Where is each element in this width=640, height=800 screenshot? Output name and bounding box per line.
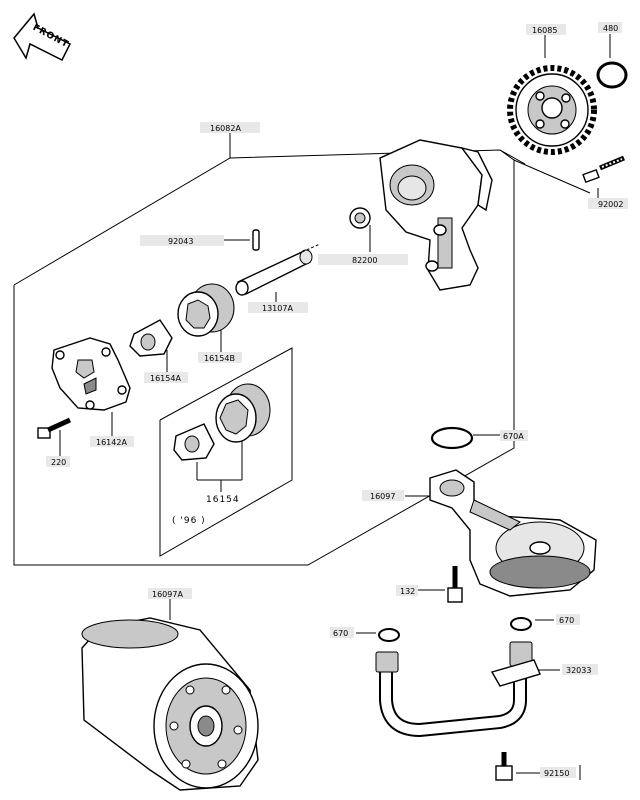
inner-rotor-16154A — [129, 319, 173, 357]
label-16097A: 16097A — [152, 590, 183, 599]
bolt-220 — [37, 417, 72, 439]
rotor-set-16154 — [173, 383, 271, 461]
pipe-32033 — [375, 641, 541, 738]
label-16082A: 16082A — [210, 124, 241, 133]
label-670-left: 670 — [333, 629, 348, 638]
label-32033: 32033 — [566, 666, 591, 675]
label-92043: 92043 — [168, 237, 193, 246]
label-670-right: 670 — [559, 616, 574, 625]
pump-cover-16142A — [51, 337, 131, 411]
label-480: 480 — [603, 24, 618, 33]
shaft-13107A — [235, 243, 321, 296]
label-132: 132 — [400, 587, 415, 596]
assembly-frame-16082A — [13, 132, 591, 566]
o-ring-670-left — [378, 628, 400, 642]
label-16154B: 16154B — [204, 354, 235, 363]
label-16154A: 16154A — [150, 374, 181, 383]
label-220: 220 — [51, 458, 66, 467]
circlip-480 — [596, 61, 628, 89]
subassembly-frame-16154 — [159, 347, 293, 557]
part-labels: 16085 480 16082A 92043 82200 92002 13107… — [46, 22, 628, 778]
label-82200: 82200 — [352, 256, 377, 265]
label-16085: 16085 — [532, 26, 557, 35]
outer-rotor-16154B — [177, 283, 235, 337]
washer-82200 — [349, 207, 371, 229]
oil-filter-16097A — [81, 617, 259, 791]
label-13107A: 13107A — [262, 304, 293, 313]
oil-strainer-16097 — [429, 469, 597, 597]
pin-92043 — [252, 229, 260, 251]
label-16097: 16097 — [370, 492, 395, 501]
bolt-132 — [447, 566, 463, 603]
o-ring-670A — [430, 426, 474, 450]
label-92150: 92150 — [544, 769, 569, 778]
label-670A: 670A — [503, 432, 524, 441]
label-16142A: 16142A — [96, 438, 127, 447]
bolt-92002 — [582, 155, 625, 184]
label-16154: 16154 — [206, 495, 240, 505]
label-92002: 92002 — [598, 200, 623, 209]
oil-pump-body — [379, 139, 493, 291]
front-arrow-icon: FRONT — [13, 12, 72, 62]
bolt-92150 — [495, 752, 513, 781]
sprocket-16085 — [507, 65, 597, 155]
label-96: ( '96 ) — [172, 516, 206, 526]
o-ring-670-right — [510, 617, 532, 631]
